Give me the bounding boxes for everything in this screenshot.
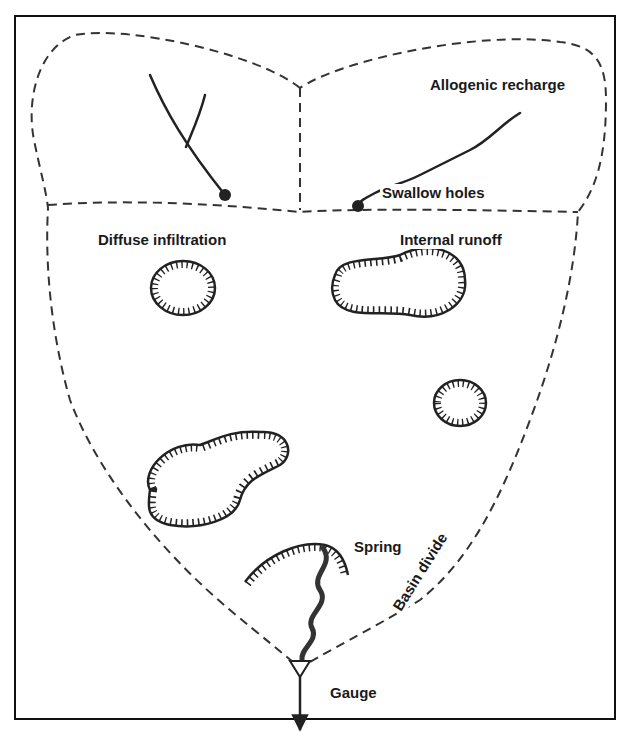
basin-divide-line [32,33,606,668]
spring-scarp [245,544,348,582]
region-label: Internal runoff [398,231,504,249]
region-label: Gauge [328,684,379,702]
region-label: Swallow holes [380,184,487,202]
closed-depressions [148,248,486,526]
region-label: Diffuse infiltration [96,231,228,249]
region-label: Spring [352,538,404,556]
frame [15,16,615,719]
spring-stream [290,548,326,730]
region-label: Allogenic recharge [428,76,567,94]
allogenic-streams [150,75,520,212]
